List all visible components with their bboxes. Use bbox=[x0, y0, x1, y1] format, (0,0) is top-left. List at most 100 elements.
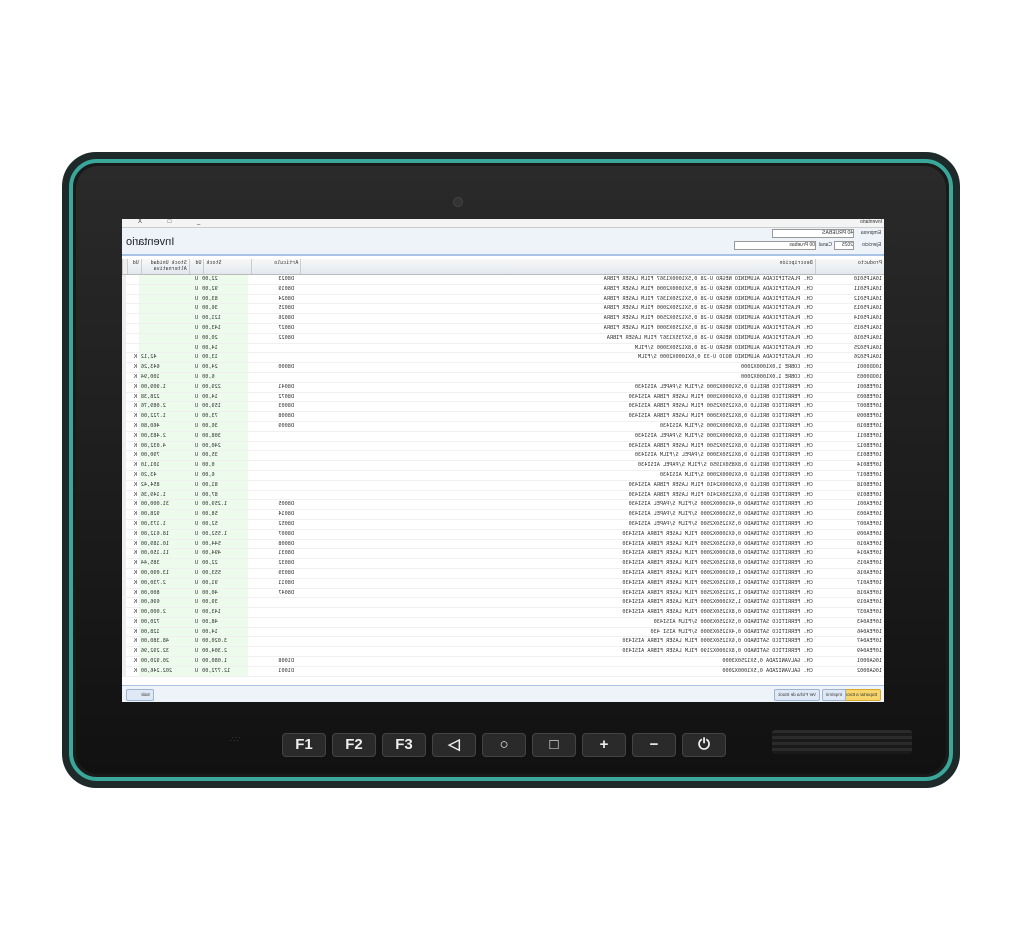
scrollbar-track[interactable] bbox=[122, 617, 126, 627]
scrollbar-track[interactable] bbox=[122, 353, 126, 363]
scrollbar[interactable] bbox=[122, 259, 127, 274]
window-controls[interactable]: _ □ X bbox=[126, 219, 201, 225]
scrollbar-track[interactable] bbox=[122, 470, 126, 480]
scrollbar-track[interactable] bbox=[122, 510, 126, 519]
volume-down-icon[interactable]: − bbox=[632, 733, 676, 757]
stock-sheet-button[interactable]: Ver Ficha de Stock bbox=[774, 689, 820, 701]
scrollbar-track[interactable] bbox=[122, 314, 126, 323]
empresa-field[interactable]: 40 PRUEBAS bbox=[772, 229, 854, 238]
scrollbar-track[interactable] bbox=[122, 666, 126, 676]
scrollbar-track[interactable] bbox=[122, 568, 126, 578]
scrollbar-track[interactable] bbox=[122, 500, 126, 510]
col-ud[interactable]: Ud bbox=[188, 259, 204, 274]
export-excel-button[interactable]: Exportar a Excel bbox=[839, 689, 881, 701]
scrollbar-track[interactable] bbox=[122, 461, 126, 470]
scrollbar-track[interactable] bbox=[122, 480, 126, 490]
recents-icon[interactable]: □ bbox=[532, 733, 576, 757]
scrollbar-track[interactable] bbox=[122, 559, 126, 568]
scrollbar-track[interactable] bbox=[122, 333, 126, 343]
scrollbar-track[interactable] bbox=[122, 657, 126, 666]
scrollbar-track[interactable] bbox=[122, 451, 126, 461]
scrollbar-track[interactable] bbox=[122, 382, 126, 392]
print-button[interactable]: Imprimir bbox=[821, 689, 846, 701]
scrollbar-track[interactable] bbox=[122, 323, 126, 333]
scrollbar-track[interactable] bbox=[122, 421, 126, 431]
scrollbar-track[interactable] bbox=[122, 392, 126, 402]
scrollbar-track[interactable] bbox=[122, 402, 126, 412]
col-articulo[interactable]: Artículo bbox=[251, 259, 301, 274]
scrollbar-track[interactable] bbox=[122, 275, 126, 284]
scrollbar-track[interactable] bbox=[122, 304, 126, 314]
scrollbar-track[interactable] bbox=[122, 431, 126, 441]
scrollbar-track[interactable] bbox=[122, 519, 126, 529]
scrollbar-track[interactable] bbox=[122, 549, 126, 559]
exit-button[interactable]: Salir bbox=[126, 689, 154, 701]
col-ud-alt[interactable]: Ud bbox=[127, 259, 141, 274]
f1-key[interactable]: F1 bbox=[282, 733, 326, 757]
scrollbar-track[interactable] bbox=[122, 608, 126, 617]
canal-field[interactable]: 00 Pruebas bbox=[734, 241, 816, 250]
scrollbar-track[interactable] bbox=[122, 529, 126, 539]
volume-up-icon[interactable]: + bbox=[582, 733, 626, 757]
ejercicio-field[interactable]: 2025 bbox=[834, 241, 854, 250]
back-icon[interactable]: ◁ bbox=[432, 733, 476, 757]
power-icon[interactable]: ⏻ bbox=[682, 733, 726, 757]
f3-key[interactable]: F3 bbox=[382, 733, 426, 757]
scrollbar-track[interactable] bbox=[122, 627, 126, 637]
scrollbar-track[interactable] bbox=[122, 372, 126, 382]
scrollbar-track[interactable] bbox=[122, 588, 126, 598]
scrollbar-track[interactable] bbox=[122, 343, 126, 353]
scrollbar-track[interactable] bbox=[122, 284, 126, 294]
scrollbar-track[interactable] bbox=[122, 412, 126, 421]
col-stock-alt[interactable]: Stock Unidad Alternativa bbox=[140, 259, 189, 274]
scrollbar-track[interactable] bbox=[122, 578, 126, 588]
scrollbar-track[interactable] bbox=[122, 363, 126, 372]
scrollbar-track[interactable] bbox=[122, 647, 126, 657]
col-producto[interactable]: Producto bbox=[814, 259, 884, 274]
scrollbar-track[interactable] bbox=[122, 294, 126, 304]
scrollbar-track[interactable] bbox=[122, 490, 126, 500]
home-icon[interactable]: ○ bbox=[482, 733, 526, 757]
col-stock[interactable]: Stock bbox=[203, 259, 252, 274]
scrollbar-track[interactable] bbox=[122, 598, 126, 608]
col-descripcion[interactable]: Descripción bbox=[300, 259, 815, 274]
scrollbar-track[interactable] bbox=[122, 539, 126, 549]
scrollbar-track[interactable] bbox=[122, 637, 126, 647]
